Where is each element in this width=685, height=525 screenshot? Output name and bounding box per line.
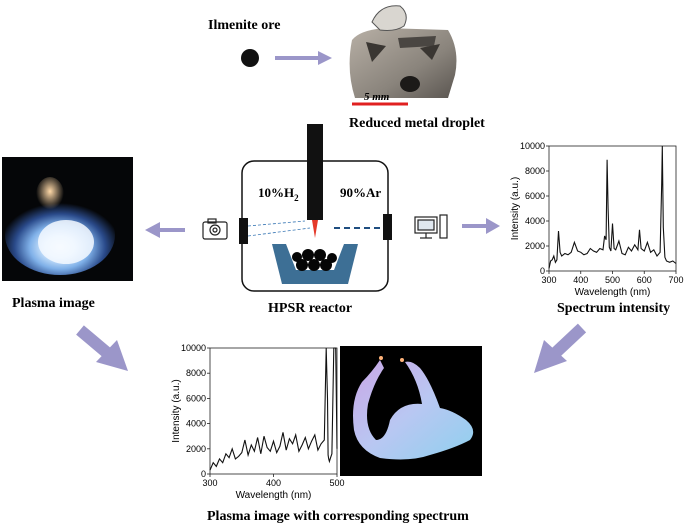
combined-ytick-label-5: 10000: [181, 343, 206, 353]
right-window: [383, 214, 392, 240]
combined-plot-frame: [209, 347, 338, 475]
combined-label: Plasma image with corresponding spectrum: [207, 509, 469, 524]
combined-ylabel: Intensity (a.u.): [171, 379, 182, 442]
spectrum-ytick-label-1: 2000: [525, 241, 545, 251]
spectrum-xtick-label-2: 500: [605, 275, 620, 285]
spectrum-ytick-label-2: 4000: [525, 216, 545, 226]
ilmenite-ore-label: Ilmenite ore: [208, 18, 280, 33]
h2-label: 10%H2: [258, 185, 299, 203]
arrow-spectrum-to-combined: [534, 323, 587, 373]
plasma-label: Plasma image: [12, 296, 95, 311]
combined-spectrum-chart: 300 400 500 0 2000 4000 6000 8000 10000Wavelengt…: [171, 343, 345, 501]
spectrum-ytick-label-3: 6000: [525, 191, 545, 201]
droplet-label: Reduced metal droplet: [349, 116, 485, 131]
arc-tip: [312, 220, 318, 238]
combined-series-line-0: [209, 347, 338, 471]
arrow-plasma-to-combined: [76, 325, 128, 371]
plasma-photo: [2, 157, 133, 281]
arrow-to-plasma-image: [145, 222, 185, 238]
combined-ytick-label-1: 2000: [186, 444, 206, 454]
combined-xtick-label-2: 500: [329, 478, 344, 488]
plasma-shell-photo: [340, 346, 482, 476]
spectrum-ytick-label-0: 0: [540, 266, 545, 276]
reactor-label: HPSR reactor: [268, 301, 352, 316]
combined-xlabel: Wavelength (nm): [236, 490, 312, 501]
camera-icon: [202, 218, 228, 240]
spectrum-ytick-label-5: 10000: [520, 141, 545, 151]
arrow-ore-to-droplet: [275, 51, 332, 65]
spectrum-label: Spectrum intensity: [557, 301, 670, 316]
hpsr-reactor: [239, 124, 392, 292]
combined-ytick-label-0: 0: [201, 469, 206, 479]
left-window: [239, 218, 248, 244]
spectrum-ytick-label-4: 8000: [525, 166, 545, 176]
droplet-photo: [340, 5, 464, 101]
arrow-to-spectrum: [462, 218, 500, 234]
combined-xtick-label-0: 300: [202, 478, 217, 488]
ar-label: 90%Ar: [340, 185, 381, 200]
ore-bed: [292, 249, 337, 271]
scale-label: 5 mm: [364, 91, 390, 103]
spectrum-xtick-label-1: 400: [573, 275, 588, 285]
combined-ytick-label-4: 8000: [186, 368, 206, 378]
ore-particle: [241, 49, 259, 67]
spectrum-xtick-label-3: 600: [637, 275, 652, 285]
electrode: [307, 124, 323, 220]
spectrum-xtick-label-0: 300: [541, 275, 556, 285]
combined-ytick-label-3: 6000: [186, 393, 206, 403]
spectrum-ylabel: Intensity (a.u.): [510, 177, 521, 240]
spectrum-xlabel: Wavelength (nm): [575, 287, 651, 298]
spectrum-series-line-0: [548, 145, 677, 269]
computer-icon: [414, 214, 448, 239]
spectrum-chart: 300 400 500 600 700 0 2000 4000 6000 8000 10000Wav…: [510, 141, 684, 298]
combined-ytick-label-2: 4000: [186, 419, 206, 429]
combined-xtick-label-1: 400: [266, 478, 281, 488]
spectrum-xtick-label-4: 700: [668, 275, 683, 285]
spectrum-plot-frame: [548, 145, 677, 272]
crucible: [272, 244, 358, 284]
